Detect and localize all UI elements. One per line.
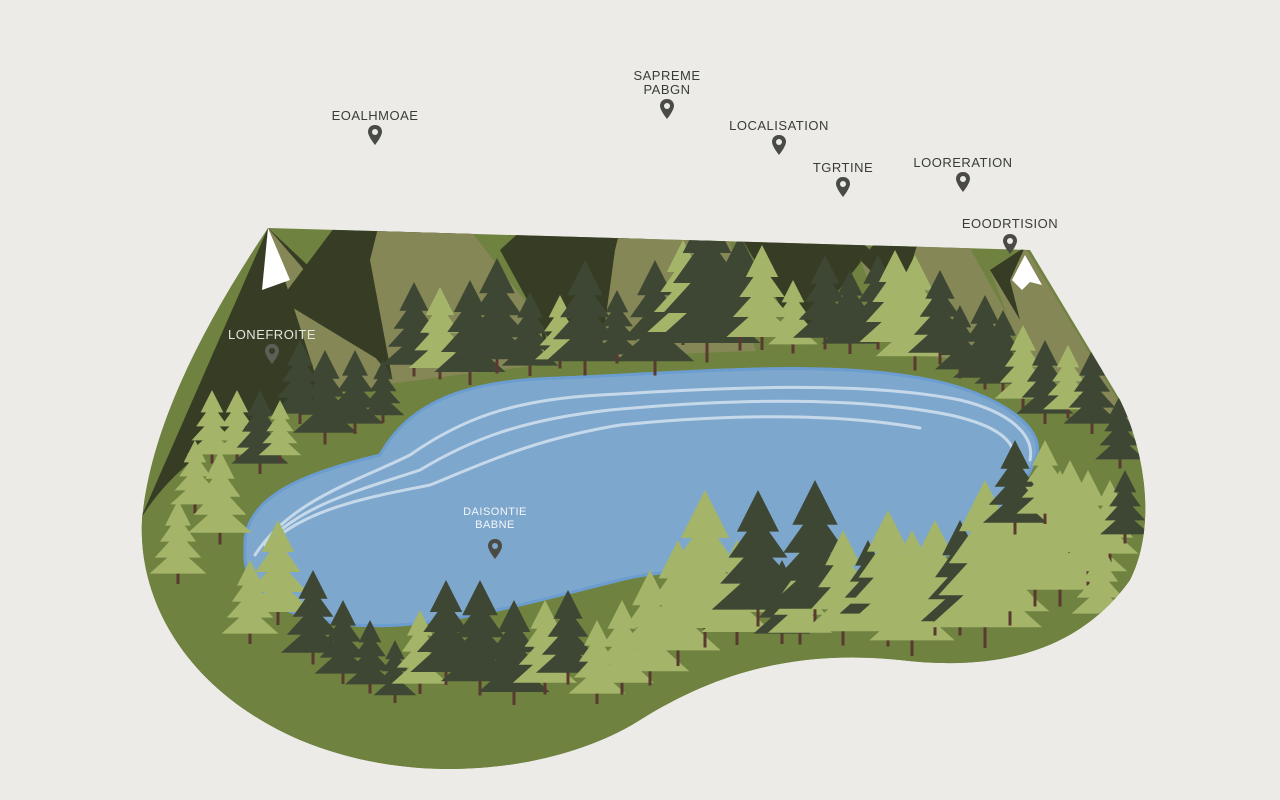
pine-tree-icon: [768, 280, 818, 354]
snow-cap: [1012, 255, 1042, 290]
pine-tree-icon: [535, 590, 601, 685]
map-pin-icon[interactable]: [1002, 233, 1018, 255]
marker-label-far-east-peak: EOODRTISION: [961, 216, 1059, 231]
marker-label-localisation: LOCALISATION: [729, 118, 829, 133]
pine-tree-icon: [280, 570, 346, 665]
marker-label-east-peak: LOORERATION: [913, 155, 1013, 170]
pine-tree-icon: [440, 580, 520, 696]
map-pin-icon[interactable]: [487, 538, 503, 560]
pine-tree-icon: [242, 520, 314, 625]
forest: [149, 228, 1146, 705]
marker-label-west-slope: LONEFROITE: [227, 327, 317, 342]
pine-tree-icon: [149, 500, 207, 584]
pine-tree-icon: [170, 440, 220, 514]
snow-cap: [628, 112, 680, 175]
pine-tree-icon: [187, 450, 253, 545]
snow-cap: [370, 140, 448, 215]
marker-label-peak-far-left: EOALHMOAE: [331, 108, 419, 123]
snow-cap: [760, 178, 792, 210]
map-pin-icon[interactable]: [659, 98, 675, 120]
land-region: [141, 112, 1146, 769]
map-pin-icon[interactable]: [367, 124, 383, 146]
lake-waves: [253, 385, 1033, 557]
marker-label-peak-summit: SAPREME PABGN: [633, 68, 701, 97]
map-pin-icon[interactable]: [264, 343, 280, 365]
marker-label-lake: DAISONTIE BABNE: [463, 506, 527, 531]
map-pin-icon[interactable]: [771, 134, 787, 156]
pine-tree-icon: [326, 350, 384, 434]
snow-cap: [262, 228, 290, 290]
pine-tree-icon: [258, 400, 302, 463]
pine-tree-icon: [1100, 470, 1146, 544]
snow-cap: [920, 190, 948, 228]
pine-tree-icon: [1063, 350, 1121, 434]
pine-tree-icon: [457, 258, 537, 374]
map-pin-icon[interactable]: [835, 176, 851, 198]
pine-tree-icon: [361, 360, 405, 423]
map-pin-icon[interactable]: [955, 171, 971, 193]
marker-label-pass: TGRTINE: [812, 160, 874, 175]
